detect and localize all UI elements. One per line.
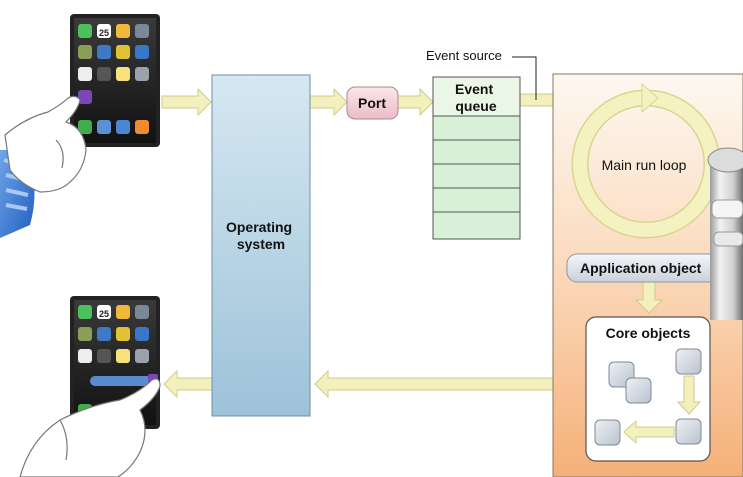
app-icon-grid-top: [78, 24, 149, 134]
event-queue-label: Event queue: [455, 81, 497, 114]
main-run-loop-label: Main run loop: [602, 157, 687, 173]
arrow-appobj-to-core: [634, 281, 664, 314]
port-box: [346, 86, 399, 120]
core-objects-label: Core objects: [606, 325, 691, 341]
event-queue-slot: [432, 115, 521, 141]
core-object-cube: [675, 348, 702, 375]
event-queue-header: [432, 76, 521, 117]
arrow-os-to-phone: [163, 369, 213, 399]
cylinder-illustration: [707, 147, 743, 320]
core-object-cube: [594, 419, 621, 446]
calendar-day-top: 25: [99, 28, 109, 38]
arrow-phone-to-os: [161, 87, 212, 117]
arrow-os-to-port: [309, 87, 348, 117]
core-object-cube: [675, 418, 702, 445]
hand-swipe-icon-bottom: [19, 378, 161, 477]
hand-tap-icon-top: [4, 95, 87, 193]
operating-system-label: Operating system: [226, 219, 296, 252]
core-object-arrows: [623, 375, 702, 445]
event-queue-slot: [432, 139, 521, 165]
port-label: Port: [358, 95, 386, 111]
arrow-app-to-os: [314, 369, 554, 399]
application-object-pill: [566, 253, 743, 283]
core-object-cube: [625, 377, 652, 404]
application-object-label: Application object: [580, 260, 702, 276]
arrow-port-to-queue: [397, 87, 434, 117]
phone-top-icon: 25: [70, 14, 160, 147]
operating-system-box: [211, 74, 311, 417]
event-source-label: Event source: [426, 48, 502, 63]
core-object-cubes: [594, 348, 702, 446]
calendar-day-bottom: 25: [99, 309, 109, 319]
event-queue-slot: [432, 163, 521, 189]
event-queue: [432, 76, 521, 240]
event-source-leader-line: [512, 56, 537, 100]
event-queue-slot: [432, 187, 521, 213]
event-queue-slot: [432, 211, 521, 240]
